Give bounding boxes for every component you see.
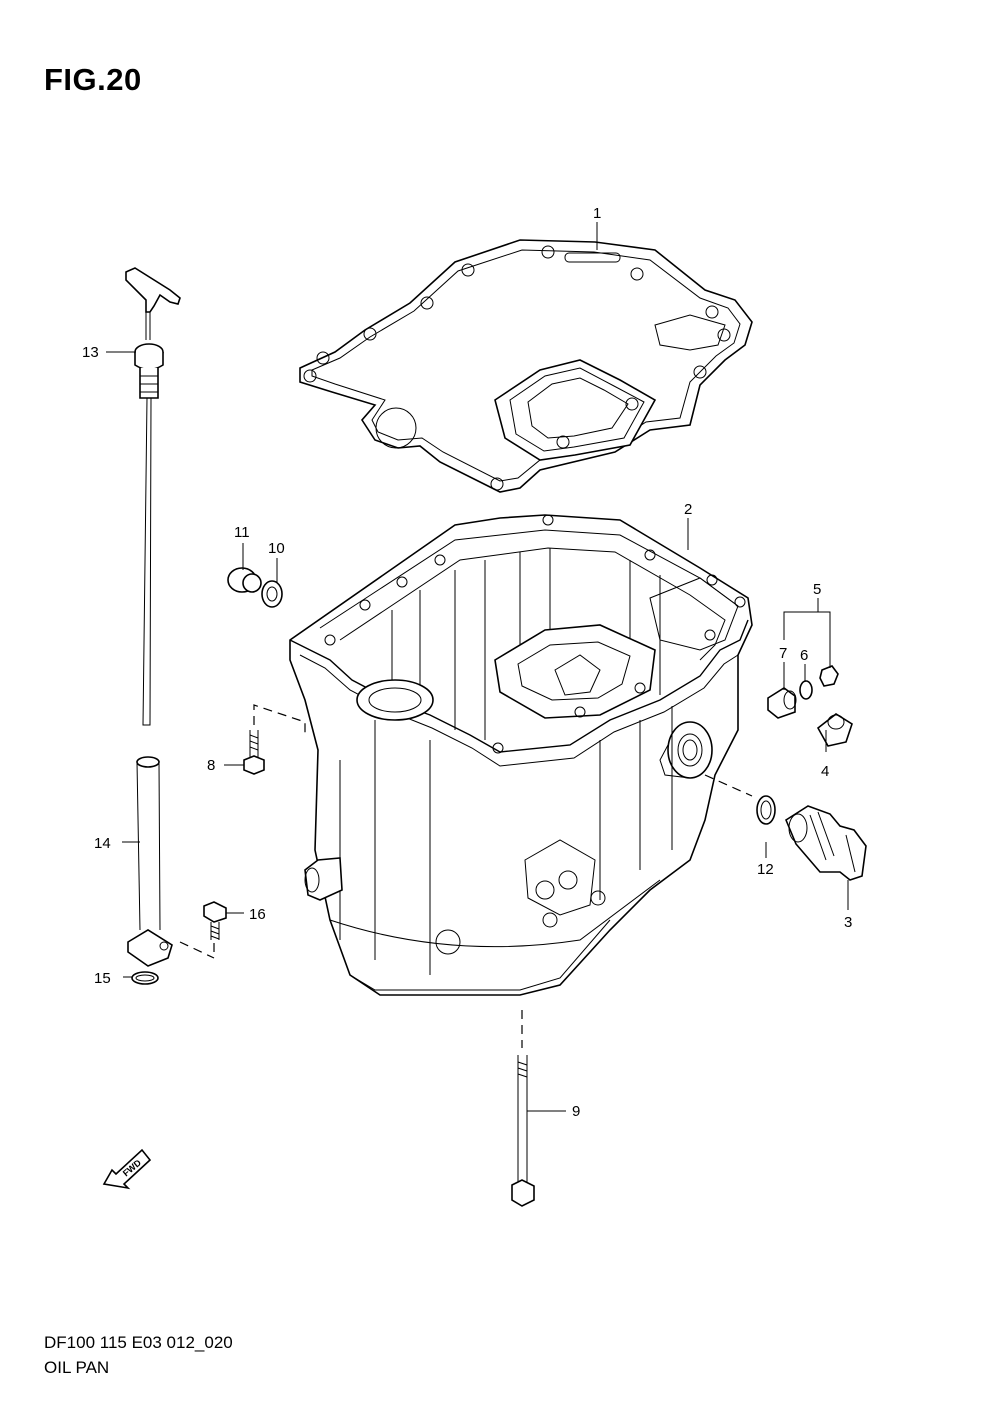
- guide-tube-part: [127, 756, 173, 985]
- figure-title: FIG.20: [44, 62, 142, 97]
- figure-code: DF100 115 E03 012_020: [44, 1333, 233, 1352]
- callout-12: 12: [757, 861, 774, 878]
- bolt-8-part: [243, 730, 265, 775]
- callout-13: 13: [82, 344, 99, 361]
- callout-2: 2: [684, 501, 692, 518]
- callout-9: 9: [572, 1103, 580, 1120]
- callout-14: 14: [94, 835, 111, 852]
- bolt-16-part: [203, 901, 227, 940]
- drain-plug-3-part: [785, 805, 867, 881]
- plug-11-part: [227, 567, 262, 593]
- leader-lines: [106, 222, 849, 1112]
- oring-12-part: [756, 795, 776, 825]
- callout-4: 4: [821, 763, 829, 780]
- bolt-9-part: [511, 1055, 535, 1207]
- callout-16: 16: [249, 906, 266, 923]
- gasket-part: [299, 239, 753, 493]
- callout-7: 7: [779, 645, 787, 662]
- callout-labels: 1 2 3 4 5 6 7 8 9 10 11 12 13 14 15 16: [82, 205, 852, 1120]
- oil-pan-part: [289, 514, 753, 996]
- callout-5: 5: [813, 581, 821, 598]
- callout-11: 11: [234, 524, 250, 541]
- alignment-lines: [179, 704, 753, 1048]
- plug-7-part: [767, 687, 797, 719]
- fwd-arrow-icon: FWD: [102, 1148, 152, 1190]
- washer-10-part: [261, 580, 283, 608]
- callout-3: 3: [844, 914, 852, 931]
- callout-15: 15: [94, 970, 111, 987]
- cap-4-part: [816, 713, 853, 747]
- callout-6: 6: [800, 647, 808, 664]
- dipstick-part: [125, 267, 181, 726]
- callout-1: 1: [593, 205, 601, 222]
- callout-8: 8: [207, 757, 215, 774]
- callout-10: 10: [268, 540, 285, 557]
- washer-6-part: [799, 680, 813, 700]
- figure-name: OIL PAN: [44, 1358, 110, 1377]
- bolt-5-part: [819, 665, 839, 687]
